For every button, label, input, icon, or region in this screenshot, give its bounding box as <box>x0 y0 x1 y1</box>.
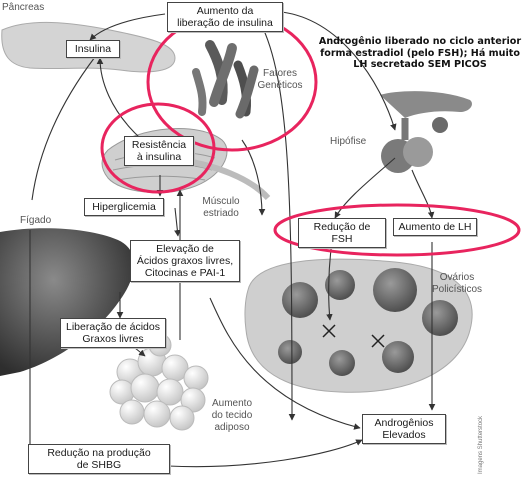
chromosomes-icon <box>192 40 259 119</box>
follicle <box>325 270 355 300</box>
pituitary-gland <box>380 91 472 173</box>
label-pituitary: Hipófise <box>330 136 367 147</box>
box-fatty-acids-elevation: Elevação de Ácidos graxos livres, Citoci… <box>130 240 240 282</box>
follicle <box>282 282 318 318</box>
box-androgens-elevated: Androgênios Elevados <box>362 414 446 444</box>
label-genetic-factors: Fatores Genéticos <box>257 68 303 91</box>
box-insulin-release: Aumento da liberação de insulina <box>167 2 283 32</box>
follicle <box>422 300 458 336</box>
follicle <box>278 340 302 364</box>
box-insulin-resistance: Resistência à insulina <box>124 136 194 166</box>
highlight-insulin-resistance <box>100 102 216 194</box>
label-adipose: Aumento do tecido adiposo <box>211 398 253 433</box>
label-liver: Fígado <box>20 215 52 226</box>
label-muscle: Músculo estriado <box>202 196 240 219</box>
liver-organ <box>0 228 134 376</box>
box-fsh-reduction: Redução de FSH <box>298 218 386 248</box>
box-hyperglycemia: Hiperglicemia <box>84 198 164 216</box>
label-ovaries: Ovários Policísticos <box>431 272 482 295</box>
box-fatty-acids-release: Liberação de ácidos Graxos livres <box>60 318 166 348</box>
box-insulin: Insulina <box>66 40 120 58</box>
box-shbg-reduction: Redução na produção de SHBG <box>28 444 170 474</box>
image-credit: Imagens Shutterstock <box>478 415 484 474</box>
follicle <box>373 268 417 312</box>
box-lh-increase: Aumento de LH <box>393 218 477 236</box>
follicle <box>382 341 414 373</box>
highlight-fsh-lh <box>273 203 521 257</box>
follicle <box>329 350 355 376</box>
annotation-note: Androgênio liberado no ciclo anterior fo… <box>318 36 522 70</box>
polycystic-ovary <box>244 258 473 393</box>
adipose-tissue <box>109 333 209 431</box>
label-pancreas: Pâncreas <box>2 2 45 13</box>
